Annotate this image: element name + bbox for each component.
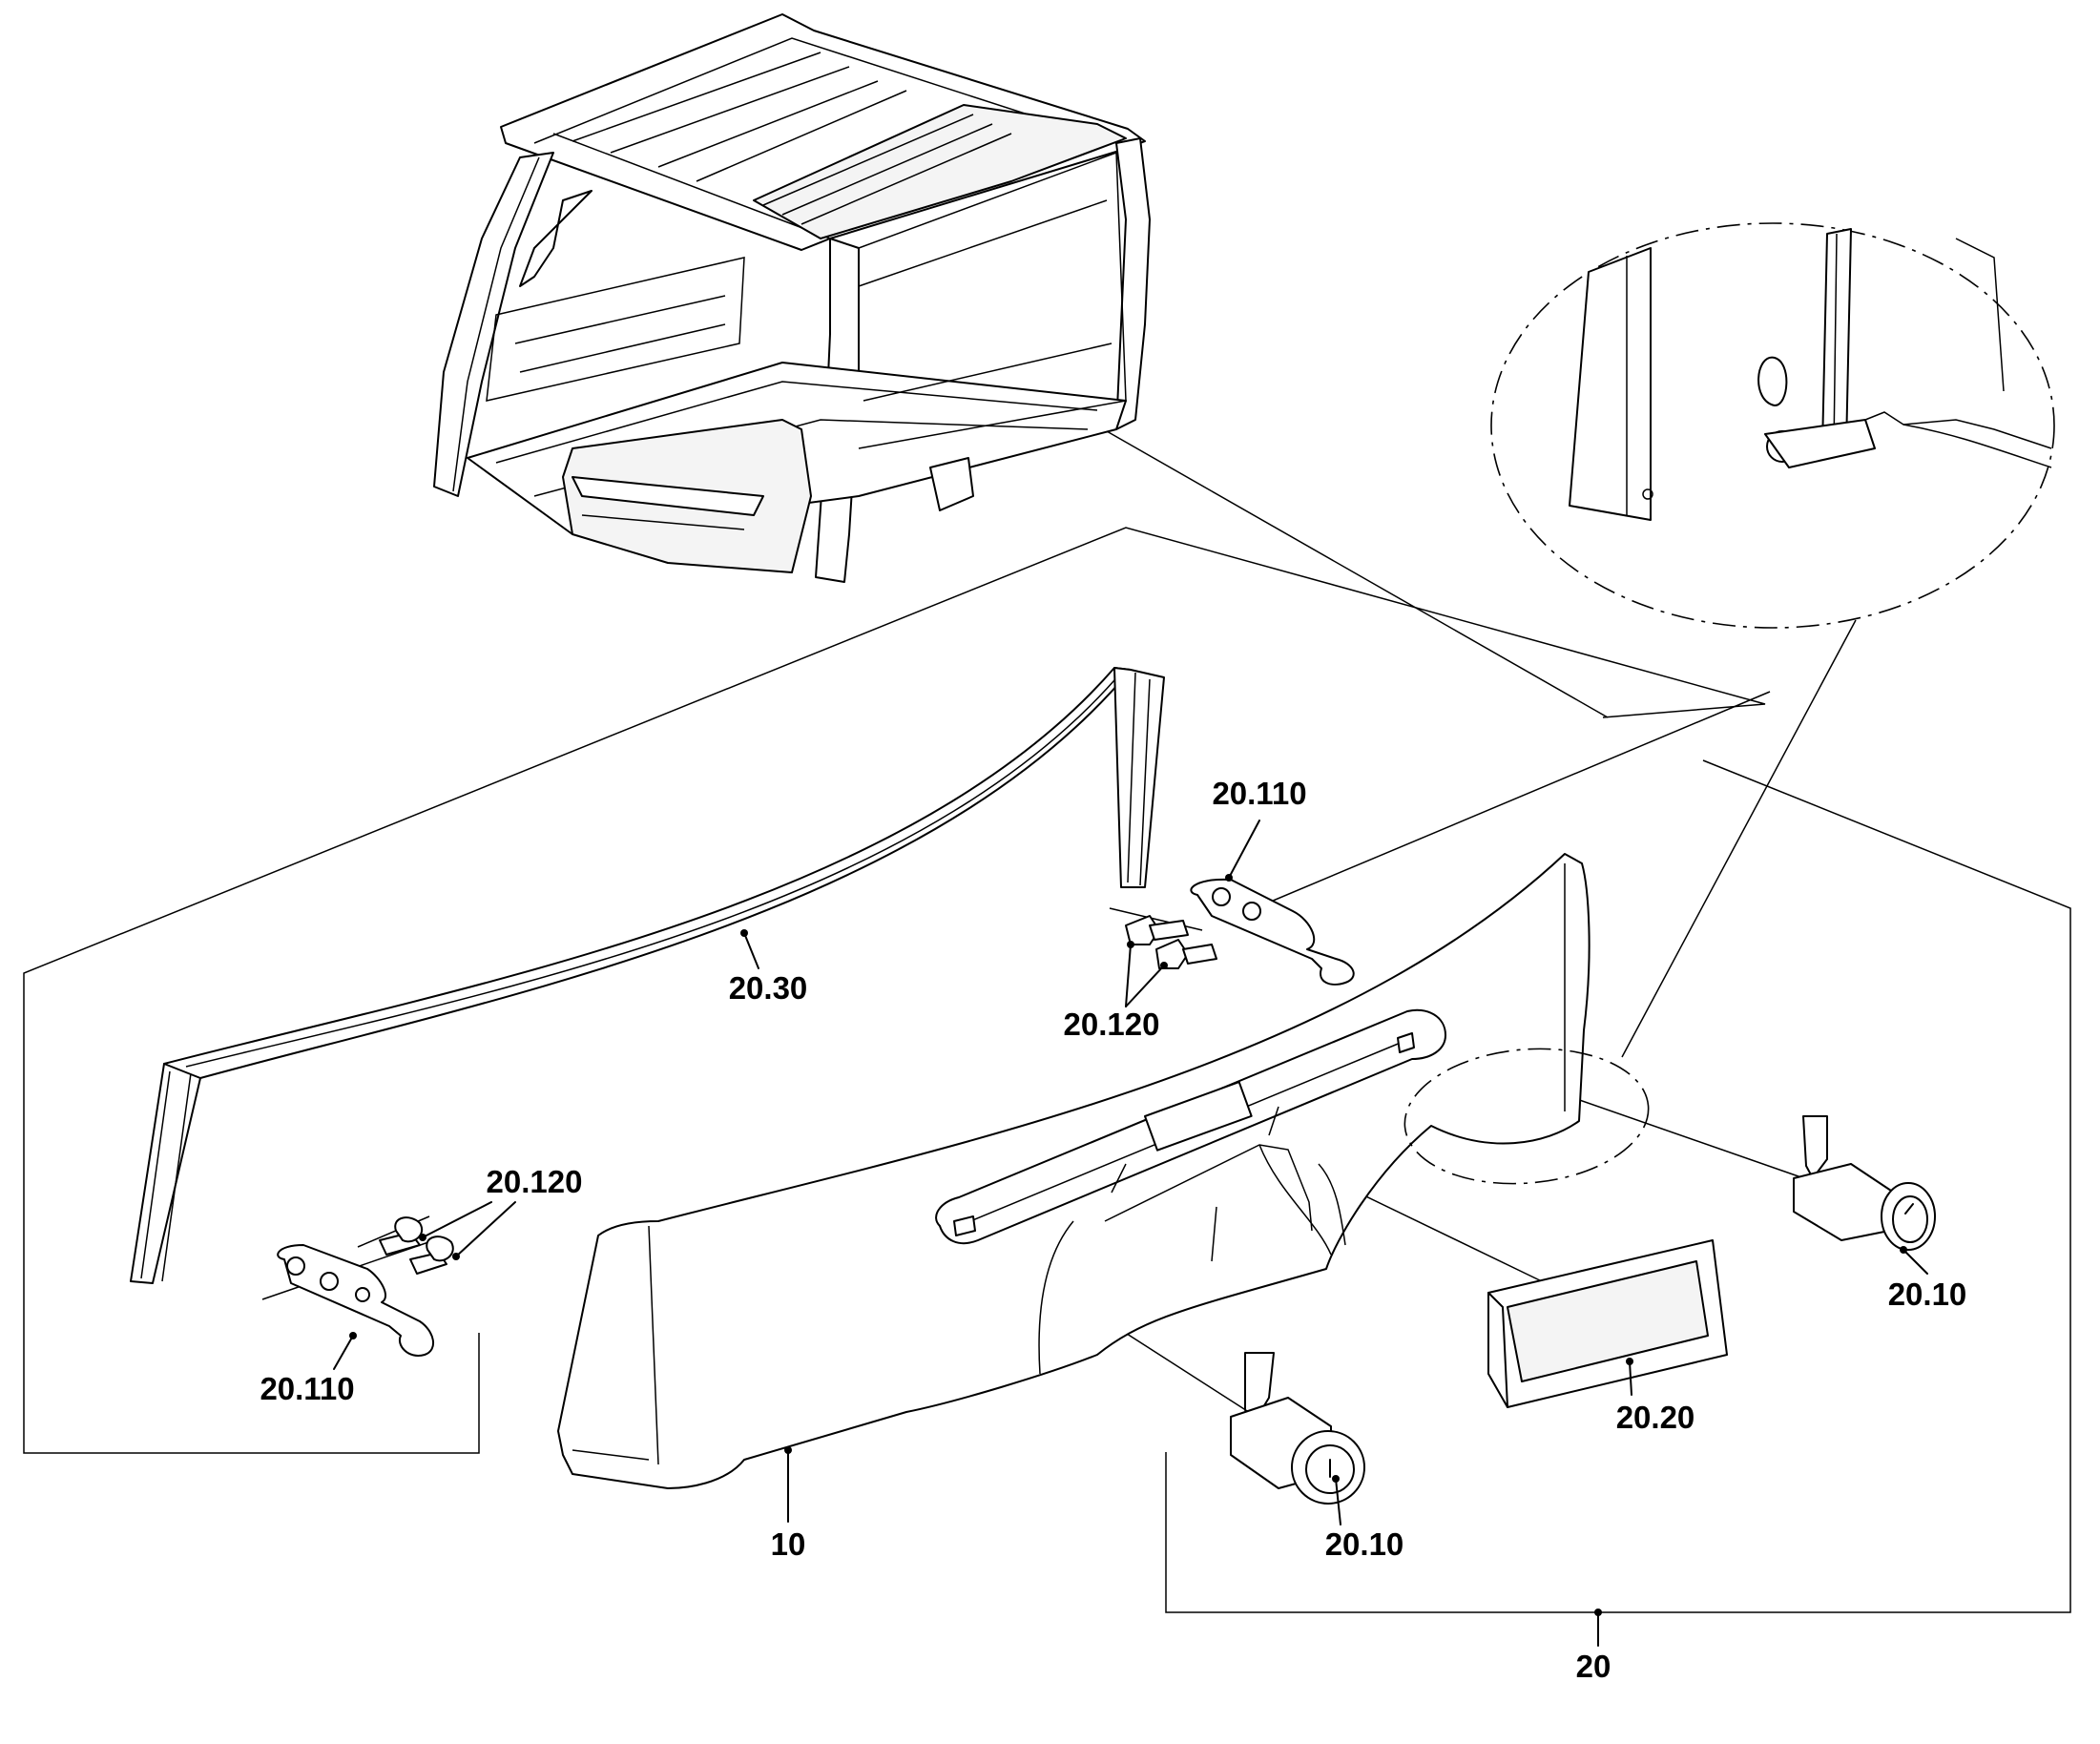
label-part-10: 10	[771, 1526, 806, 1562]
bolt-pair-upper	[1125, 915, 1217, 969]
front-door-panel-illustration	[557, 853, 1650, 1489]
lock-cylinder-right	[1793, 1115, 1936, 1251]
label-part-20-10-bottom: 20.10	[1325, 1526, 1404, 1562]
detail-view-circle	[1490, 222, 2055, 629]
hinge-plate-upper	[1190, 878, 1355, 986]
label-part-20-20: 20.20	[1616, 1400, 1695, 1435]
label-part-20-110-left: 20.110	[260, 1371, 354, 1406]
bolt-pair-lower	[379, 1216, 454, 1275]
label-part-20-110-top: 20.110	[1212, 776, 1306, 811]
cab-frame-illustration	[433, 13, 1151, 583]
label-part-20-30: 20.30	[729, 970, 808, 1006]
callout-leaders	[333, 820, 1928, 1647]
label-part-20-10-right: 20.10	[1888, 1277, 1967, 1312]
lock-cylinder-bottom	[1230, 1352, 1365, 1505]
seal-strip-illustration	[130, 667, 1165, 1284]
label-part-20-120-left: 20.120	[487, 1164, 583, 1199]
label-part-20-120-top: 20.120	[1064, 1007, 1160, 1042]
label-part-20: 20	[1576, 1649, 1611, 1684]
hinge-plate-lower	[277, 1244, 434, 1357]
recessed-handle	[1487, 1239, 1728, 1408]
